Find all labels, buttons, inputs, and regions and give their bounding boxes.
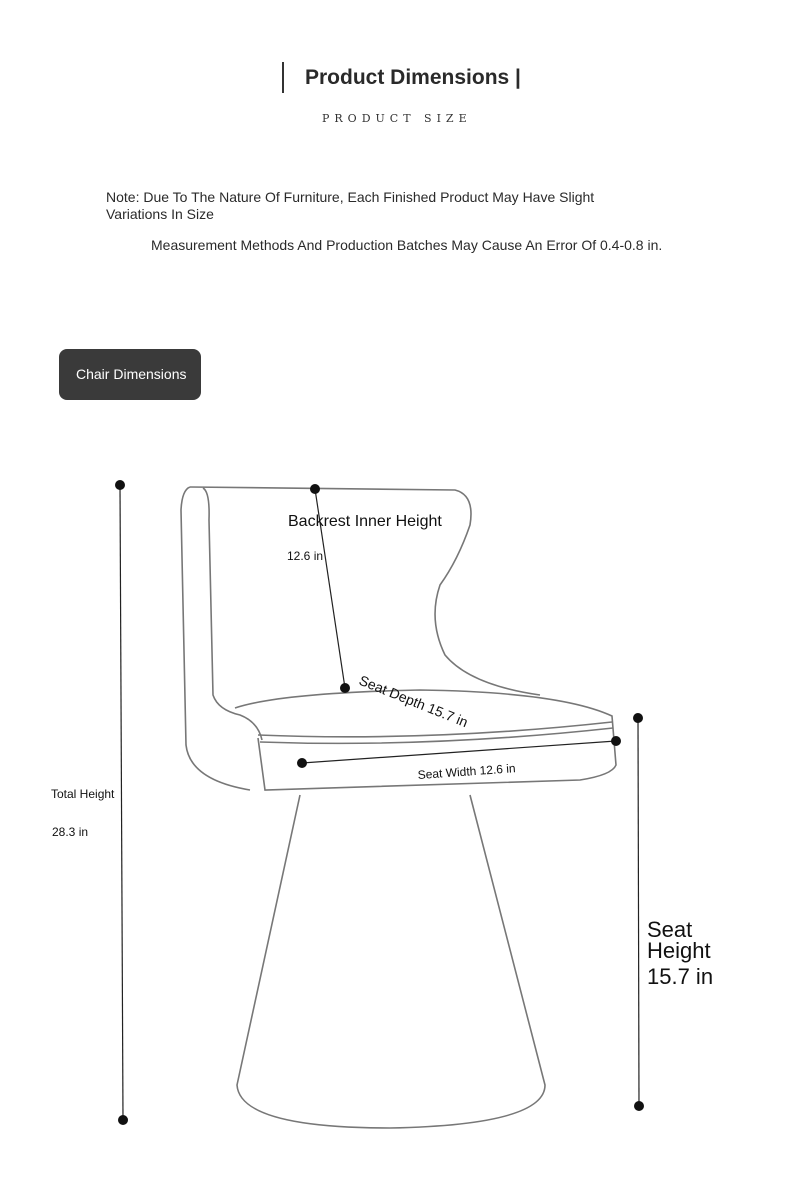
seat-depth-label: Seat Depth 15.7 in	[357, 672, 471, 730]
seat-height-label-1: Seat	[647, 917, 693, 942]
chair-outline	[180, 486, 617, 1129]
page-title: Product Dimensions |	[305, 66, 521, 89]
seat-width-label: Seat Width 12.6 in	[417, 761, 516, 782]
total-height-label: Total Height	[51, 787, 115, 801]
backrest-height-label: Backrest Inner Height	[288, 513, 442, 530]
seat-height-line	[637, 717, 640, 1107]
page-subtitle: PRODUCT SIZE	[322, 112, 472, 125]
seat-height-value: 15.7 in	[647, 964, 714, 989]
seat-height-label-2: Height	[647, 938, 711, 963]
total-height-line	[119, 484, 124, 1121]
measurement-error-note: Measurement Methods And Production Batch…	[151, 237, 663, 253]
backrest-height-line	[314, 488, 346, 689]
title-accent-bar	[282, 62, 284, 93]
dimension-endpoints	[115, 480, 644, 1125]
size-variation-note: Note: Due To The Nature Of Furniture, Ea…	[106, 189, 595, 222]
seat-width-line	[301, 740, 617, 764]
backrest-height-value: 12.6 in	[287, 549, 324, 563]
total-height-value: 28.3 in	[52, 825, 89, 839]
dimension-lines	[119, 484, 640, 1121]
chair-dimensions-chip: Chair Dimensions	[59, 349, 201, 400]
